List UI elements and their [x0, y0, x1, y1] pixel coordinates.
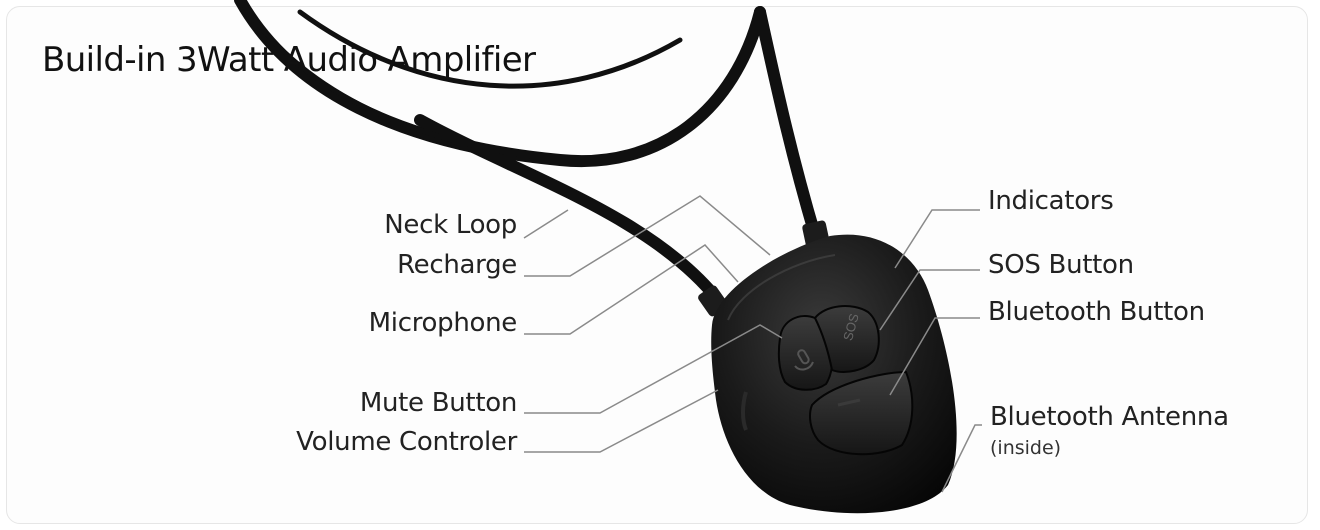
leader-lines — [523, 195, 982, 493]
label-indicators: Indicators — [988, 186, 1114, 216]
label-sos-button: SOS Button — [988, 250, 1134, 280]
page-title: Build-in 3Watt Audio Amplifier — [42, 40, 536, 80]
mic-icon — [794, 349, 814, 371]
volume-controller[interactable] — [741, 391, 748, 431]
neck-loop-cable — [234, 0, 821, 306]
label-microphone: Microphone — [368, 308, 518, 338]
label-bluetooth-button: Bluetooth Button — [988, 297, 1205, 327]
bluetooth-button[interactable] — [809, 370, 914, 456]
label-volume-controler: Volume Controler — [296, 427, 517, 457]
label-neck-loop: Neck Loop — [384, 210, 517, 240]
sos-button[interactable] — [813, 305, 880, 373]
label-mute-button: Mute Button — [359, 388, 517, 418]
device-body — [711, 234, 957, 514]
sos-key-text: SOS — [840, 312, 862, 343]
label-recharge: Recharge — [397, 250, 517, 280]
label-bluetooth-antenna: Bluetooth Antenna — [990, 402, 1229, 432]
label-bluetooth-antenna-note: (inside) — [990, 437, 1062, 459]
diagram-card — [6, 6, 1308, 524]
